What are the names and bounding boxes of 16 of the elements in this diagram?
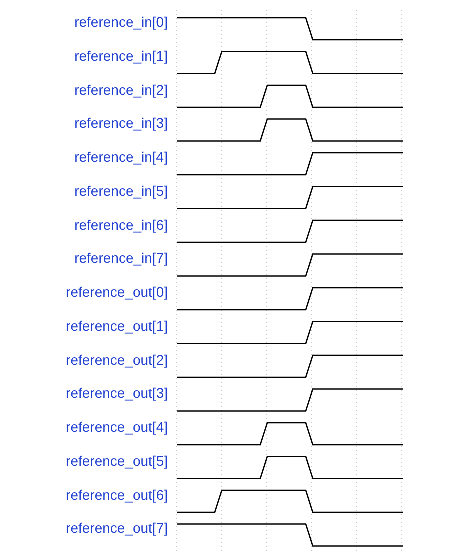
signal-name: reference_in[0] [74, 14, 168, 30]
signal-name: reference_in[4] [74, 149, 168, 165]
signal-name: reference_in[1] [74, 48, 168, 64]
signal-name: reference_out[7] [66, 520, 168, 536]
signal-name: reference_in[7] [74, 250, 168, 266]
signal-name: reference_in[5] [74, 182, 168, 199]
signal-name: reference_in[2] [74, 82, 168, 98]
signal-name: reference_in[3] [74, 115, 168, 132]
signal-name: reference_out[2] [66, 352, 168, 368]
signal-name: reference_out[4] [66, 419, 168, 435]
signal-name: reference_out[1] [66, 318, 168, 334]
signal-name: reference_out[6] [66, 486, 168, 502]
signal-name: reference_in[6] [74, 216, 168, 232]
signal-name: reference_out[3] [66, 385, 168, 402]
signal-name: reference_out[5] [66, 452, 168, 469]
signal-name: reference_out[0] [66, 284, 168, 300]
